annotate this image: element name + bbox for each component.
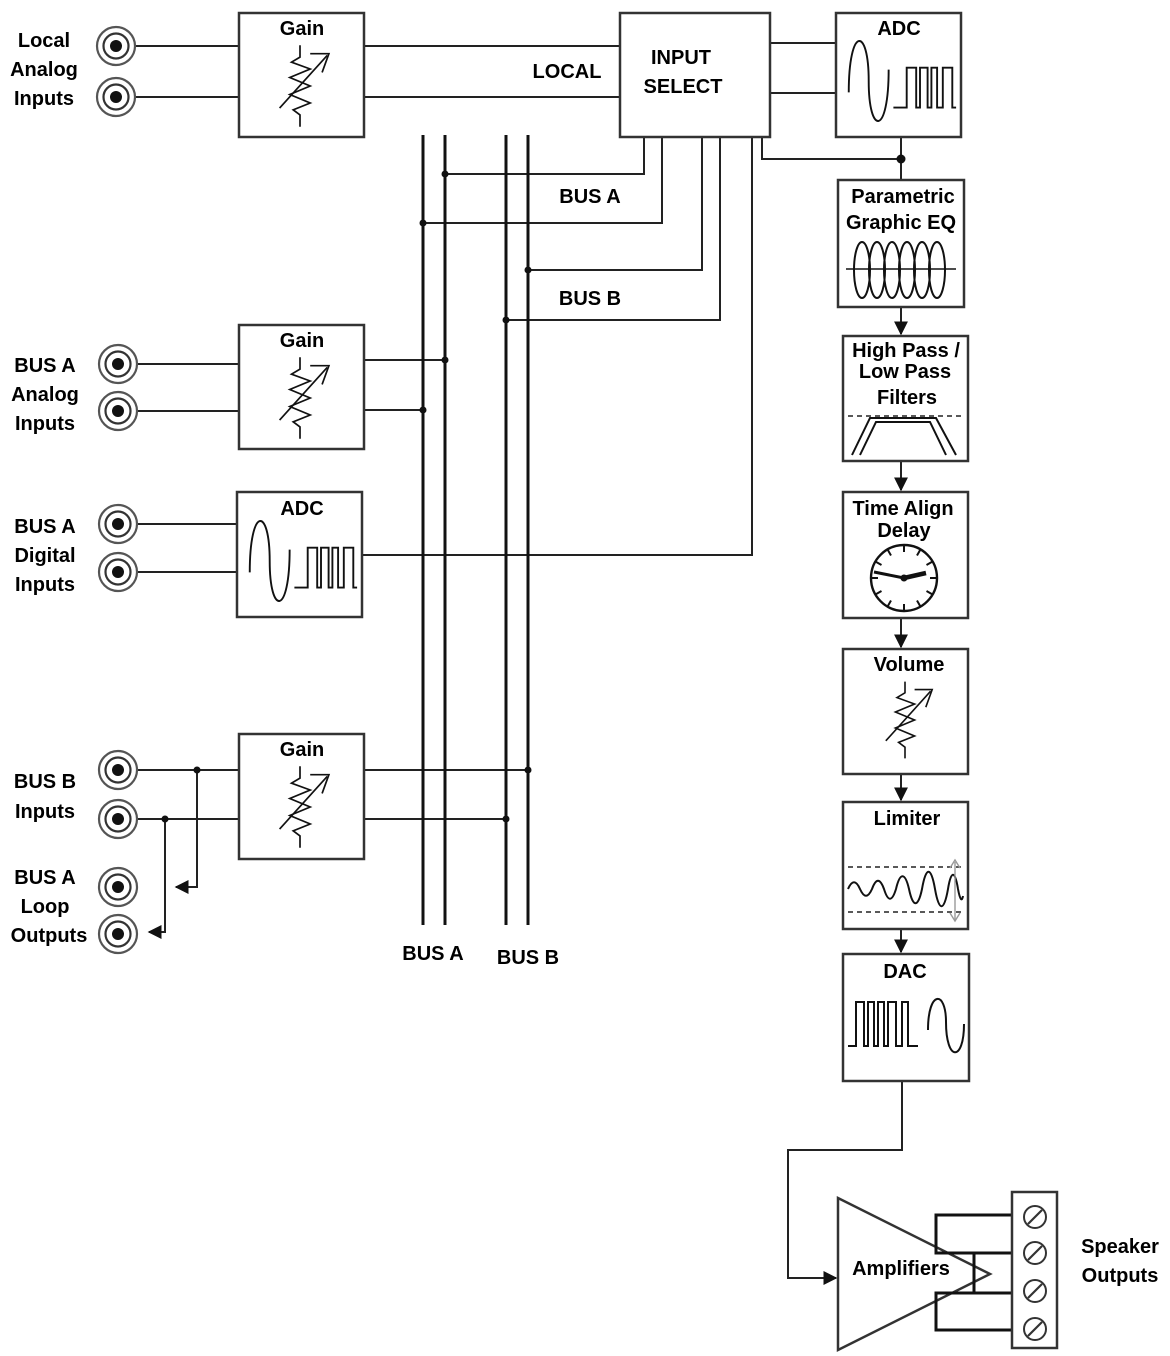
local-inputs-line2: Analog [10,59,78,81]
bus-a-loop-line3: Outputs [11,925,88,947]
bus-lines [421,135,530,925]
dac-label: DAC [883,961,926,983]
bus-a-gain-block: Gain [237,323,366,451]
bus-a-loop-line1: BUS A [14,867,75,889]
amplifier-triangle-icon [836,1195,993,1353]
bus-a-signal-label: BUS A [559,186,620,208]
bus-a-adc-block: ADC [235,490,364,619]
rca-jack-icon [97,749,139,791]
limiter-block: Limiter [841,800,970,931]
delay-line2: Delay [877,520,931,542]
main-adc-block: ADC [834,11,963,139]
limited-wave-icon [847,858,964,923]
speaker-terminal-block [1010,1190,1059,1350]
bus-a-digital-line3: Inputs [15,574,75,596]
rca-jack-icon [97,551,139,593]
eq-block: Parametric Graphic EQ [836,178,966,309]
eq-line2: Graphic EQ [846,212,956,234]
speaker-outputs-label: Speaker Outputs [1081,1236,1159,1287]
bus-b-gain-block: Gain [237,732,366,861]
rca-jack-icon [97,343,139,385]
speaker-outputs-line1: Speaker [1081,1236,1159,1258]
volume-label: Volume [874,654,945,676]
bus-b-signal-label: BUS B [559,288,621,310]
eq-coil-icon [846,241,956,299]
clock-icon [869,543,939,613]
input-select-block: INPUT SELECT [618,11,772,139]
delay-block: Time Align Delay [841,490,970,620]
bus-a-digital-line2: Digital [14,545,75,567]
jacks [95,25,139,955]
bus-b-bottom-label: BUS B [497,947,559,969]
rca-jack-icon [97,503,139,545]
rca-jack-icon [95,25,137,67]
bus-b-inputs-line1: BUS B [14,771,76,793]
amplifier-block: Amplifiers [836,1195,993,1353]
eq-line1: Parametric [851,186,954,208]
filters-block: High Pass / Low Pass Filters [841,334,970,463]
bus-a-loop-line2: Loop [21,896,70,918]
bus-a-analog-line2: Analog [11,384,79,406]
gain-label: Gain [280,330,324,352]
input-select-line1: INPUT [651,47,711,69]
dac-block: DAC [841,952,971,1083]
bus-a-bottom-label: BUS A [402,943,463,965]
delay-line1: Time Align [852,498,953,520]
screw-terminal-icon [1022,1278,1048,1304]
filters-line2: Low Pass [859,361,951,383]
bus-a-digital-line1: BUS A [14,516,75,538]
junction-dots [161,154,906,823]
screw-terminal-icon [1022,1204,1048,1230]
limiter-label: Limiter [874,808,941,830]
gain-label: Gain [280,18,324,40]
screw-terminal-icon [1022,1316,1048,1342]
screw-terminal-icon [1022,1240,1048,1266]
local-gain-block: Gain [237,11,366,139]
input-group-labels: Local Analog Inputs BUS A Analog Inputs … [10,30,87,947]
wires [135,42,908,1285]
amplifiers-label: Amplifiers [852,1258,950,1280]
local-inputs-line3: Inputs [14,88,74,110]
gain-label: Gain [280,739,324,761]
signal-labels: LOCAL BUS A BUS B BUS A BUS B [402,61,621,969]
filter-curve-icon [848,415,964,456]
adc-label: ADC [280,498,323,520]
rca-jack-icon [97,866,139,908]
local-signal-label: LOCAL [533,61,602,83]
bus-b-inputs-line2: Inputs [15,801,75,823]
adc-label: ADC [877,18,920,40]
pulse-to-sine-icon [848,998,965,1054]
rca-jack-icon [97,390,139,432]
volume-block: Volume [841,647,970,776]
filters-line1: High Pass / [852,340,960,362]
local-inputs-line1: Local [18,30,70,52]
bus-a-analog-line3: Inputs [15,413,75,435]
rca-jack-icon [97,913,139,955]
rca-jack-icon [97,798,139,840]
input-select-line2: SELECT [644,76,723,98]
filters-line3: Filters [877,387,937,409]
speaker-outputs-line2: Outputs [1082,1265,1159,1287]
rca-jack-icon [95,76,137,118]
bus-a-analog-line1: BUS A [14,355,75,377]
speaker-wires [934,1213,1012,1332]
